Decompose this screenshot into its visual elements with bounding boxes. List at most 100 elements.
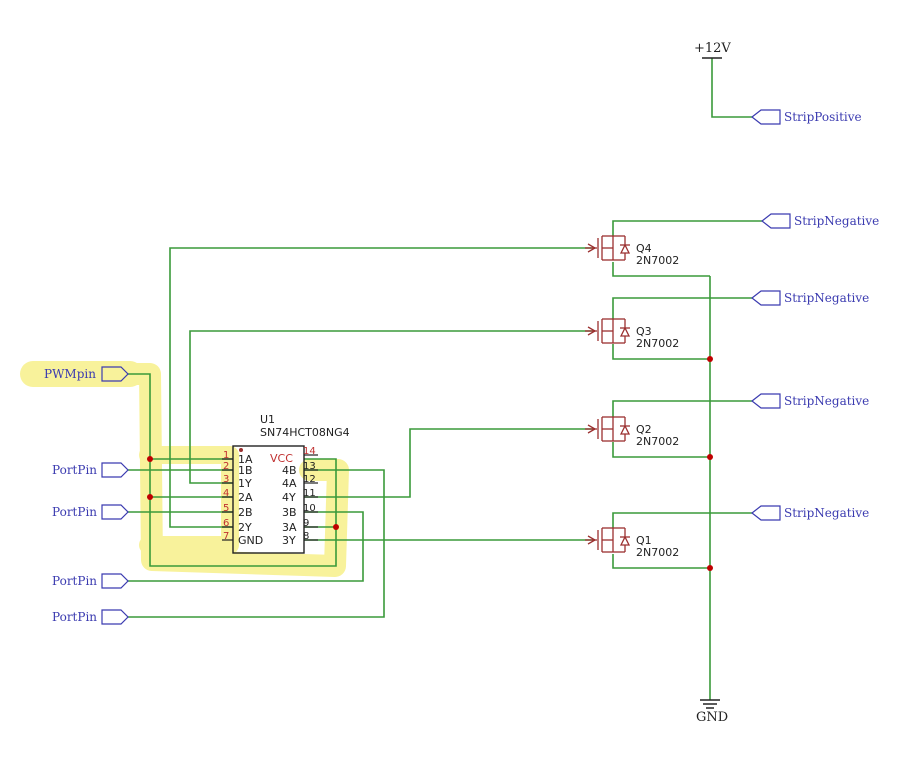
- wire-portpin3: [128, 511, 364, 582]
- port-flag: [101, 609, 129, 625]
- wires: [128, 58, 762, 700]
- body-diode: [619, 243, 631, 254]
- pin-name: GND: [238, 534, 263, 547]
- pin-number: 6: [223, 518, 229, 529]
- ic-pin-right: 12 4A: [282, 474, 318, 490]
- wire-q2-drain: [612, 400, 752, 417]
- gate-arrow: [587, 424, 597, 434]
- gate-arrow: [587, 326, 597, 336]
- port-label: PWMpin: [44, 367, 96, 381]
- port-label: StripNegative: [784, 291, 869, 305]
- ic-vcc-label: VCC: [270, 452, 293, 465]
- body-diode: [619, 535, 631, 546]
- wire-q4-drain: [612, 220, 762, 236]
- wire-1y-q3: [189, 330, 595, 484]
- pin-number: 4: [223, 488, 229, 499]
- port-strip-positive: StripPositive: [751, 109, 862, 125]
- pin-number: 5: [223, 503, 229, 514]
- port-label: StripNegative: [794, 214, 879, 228]
- mosfet-ref: Q1: [636, 534, 652, 547]
- mosfet-ref: Q2: [636, 423, 652, 436]
- junctions: [147, 356, 713, 571]
- wire-12v-strip-positive: [711, 58, 752, 118]
- pin-number: 2: [223, 461, 229, 472]
- power-label: +12V: [694, 41, 731, 56]
- ic-pin-right: 14: [303, 446, 318, 457]
- port-flag: [751, 109, 781, 125]
- port-strip-negative-1: StripNegative: [761, 213, 879, 229]
- pin-number: 8: [303, 531, 309, 542]
- port-flag: [101, 504, 129, 520]
- pin-number: 10: [303, 503, 316, 514]
- wire-pwm: [128, 373, 337, 567]
- junction-dot: [333, 524, 339, 530]
- port-flag: [101, 462, 129, 478]
- port-flag: [751, 505, 781, 521]
- highlight-ic-box: [139, 446, 239, 554]
- pin-name: 2B: [238, 506, 253, 519]
- power-symbol: +12V: [694, 41, 731, 59]
- port-label: PortPin: [52, 574, 97, 588]
- wire-portpin4: [128, 469, 385, 618]
- pin-name: 1A: [238, 453, 253, 466]
- port-strip-negative-3: StripNegative: [751, 393, 869, 409]
- pin-name: 1Y: [238, 477, 252, 490]
- pin-name: 4B: [282, 464, 297, 477]
- port-label: StripPositive: [784, 110, 862, 124]
- pin-name: 2A: [238, 491, 253, 504]
- pin-name: 3A: [282, 521, 297, 534]
- port-strip-negative-4: StripNegative: [751, 505, 869, 521]
- port-label: PortPin: [52, 505, 97, 519]
- ic-pin-left: 2 1B: [222, 461, 253, 477]
- wire-q1-drain: [612, 512, 752, 528]
- ic-pin-right: 93A: [282, 518, 318, 534]
- wire-2y-q4: [169, 247, 595, 528]
- junction-dot: [147, 456, 153, 462]
- pin-name: 1B: [238, 464, 253, 477]
- pin-name: 4A: [282, 477, 297, 490]
- port-label: PortPin: [52, 463, 97, 477]
- pin-name: 2Y: [238, 521, 252, 534]
- mosfet-part: 2N7002: [636, 435, 679, 448]
- mosfet-part: 2N7002: [636, 546, 679, 559]
- gate-arrow: [587, 243, 597, 253]
- pin-name: 4Y: [282, 491, 296, 504]
- ic-part: SN74HCT08NG4: [260, 426, 350, 439]
- junction-dot: [707, 565, 713, 571]
- ground-symbol: GND: [696, 699, 728, 725]
- junction-dot: [707, 454, 713, 460]
- port-flag: [751, 290, 781, 306]
- port-pin-4: PortPin: [52, 609, 129, 625]
- ground-label: GND: [696, 710, 728, 725]
- pin-number: 1: [223, 450, 229, 461]
- port-pin-1: PortPin: [52, 462, 129, 478]
- port-label: PortPin: [52, 610, 97, 624]
- port-label: StripNegative: [784, 506, 869, 520]
- junction-dot: [707, 356, 713, 362]
- ic-pin-left: 5 2B: [222, 503, 253, 519]
- pin-number: 12: [303, 474, 316, 485]
- ic-pin-left: 6 2Y: [222, 518, 252, 534]
- pin-number: 14: [303, 446, 316, 457]
- mosfet-part: 2N7002: [636, 254, 679, 267]
- pin-name: 3Y: [282, 534, 296, 547]
- port-flag: [761, 213, 791, 229]
- port-pin-3: PortPin: [52, 573, 129, 589]
- wire-q3-source: [612, 344, 710, 360]
- port-pwm: PWMpin: [44, 366, 129, 382]
- ic-pin1-marker: [239, 448, 243, 452]
- mosfet-ref: Q3: [636, 325, 652, 338]
- wire-q3-drain: [612, 297, 752, 319]
